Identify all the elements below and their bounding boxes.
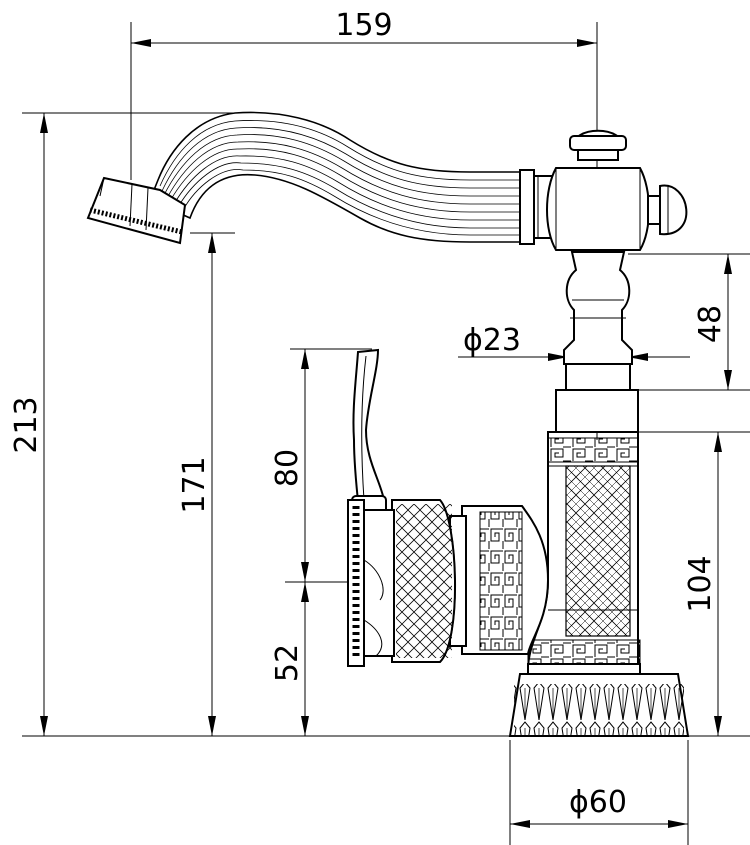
label-height-213: 213: [9, 396, 44, 453]
dimension-handle-80: 80: [270, 349, 309, 582]
spout: [148, 111, 523, 243]
dimension-height-213: 213: [9, 113, 48, 736]
label-width-159: 159: [335, 8, 392, 43]
label-lever-52: 52: [270, 644, 305, 682]
dimension-column-phi23: ϕ23: [458, 323, 690, 361]
label-base-phi60: ϕ60: [569, 785, 627, 820]
main-body: [508, 431, 690, 737]
lever-cartridge: [391, 499, 456, 663]
label-spout-171: 171: [177, 456, 212, 513]
column-head: [546, 129, 688, 251]
column-neck: [555, 251, 639, 433]
dimension-upper-48: 48: [693, 254, 732, 390]
dimension-body-104: 104: [683, 432, 722, 736]
dimension-width-159: 159: [131, 8, 597, 47]
label-handle-80: 80: [270, 449, 305, 487]
aerator: [86, 176, 187, 245]
dimension-spout-171: 171: [177, 233, 216, 736]
lever-connector: [449, 505, 550, 655]
label-column-phi23: ϕ23: [463, 323, 521, 358]
label-upper-48: 48: [693, 305, 728, 343]
dimension-lever-52: 52: [270, 582, 309, 736]
lever-handle[interactable]: [347, 348, 395, 667]
dimension-base-phi60: ϕ60: [510, 785, 688, 828]
label-body-104: 104: [683, 555, 718, 612]
